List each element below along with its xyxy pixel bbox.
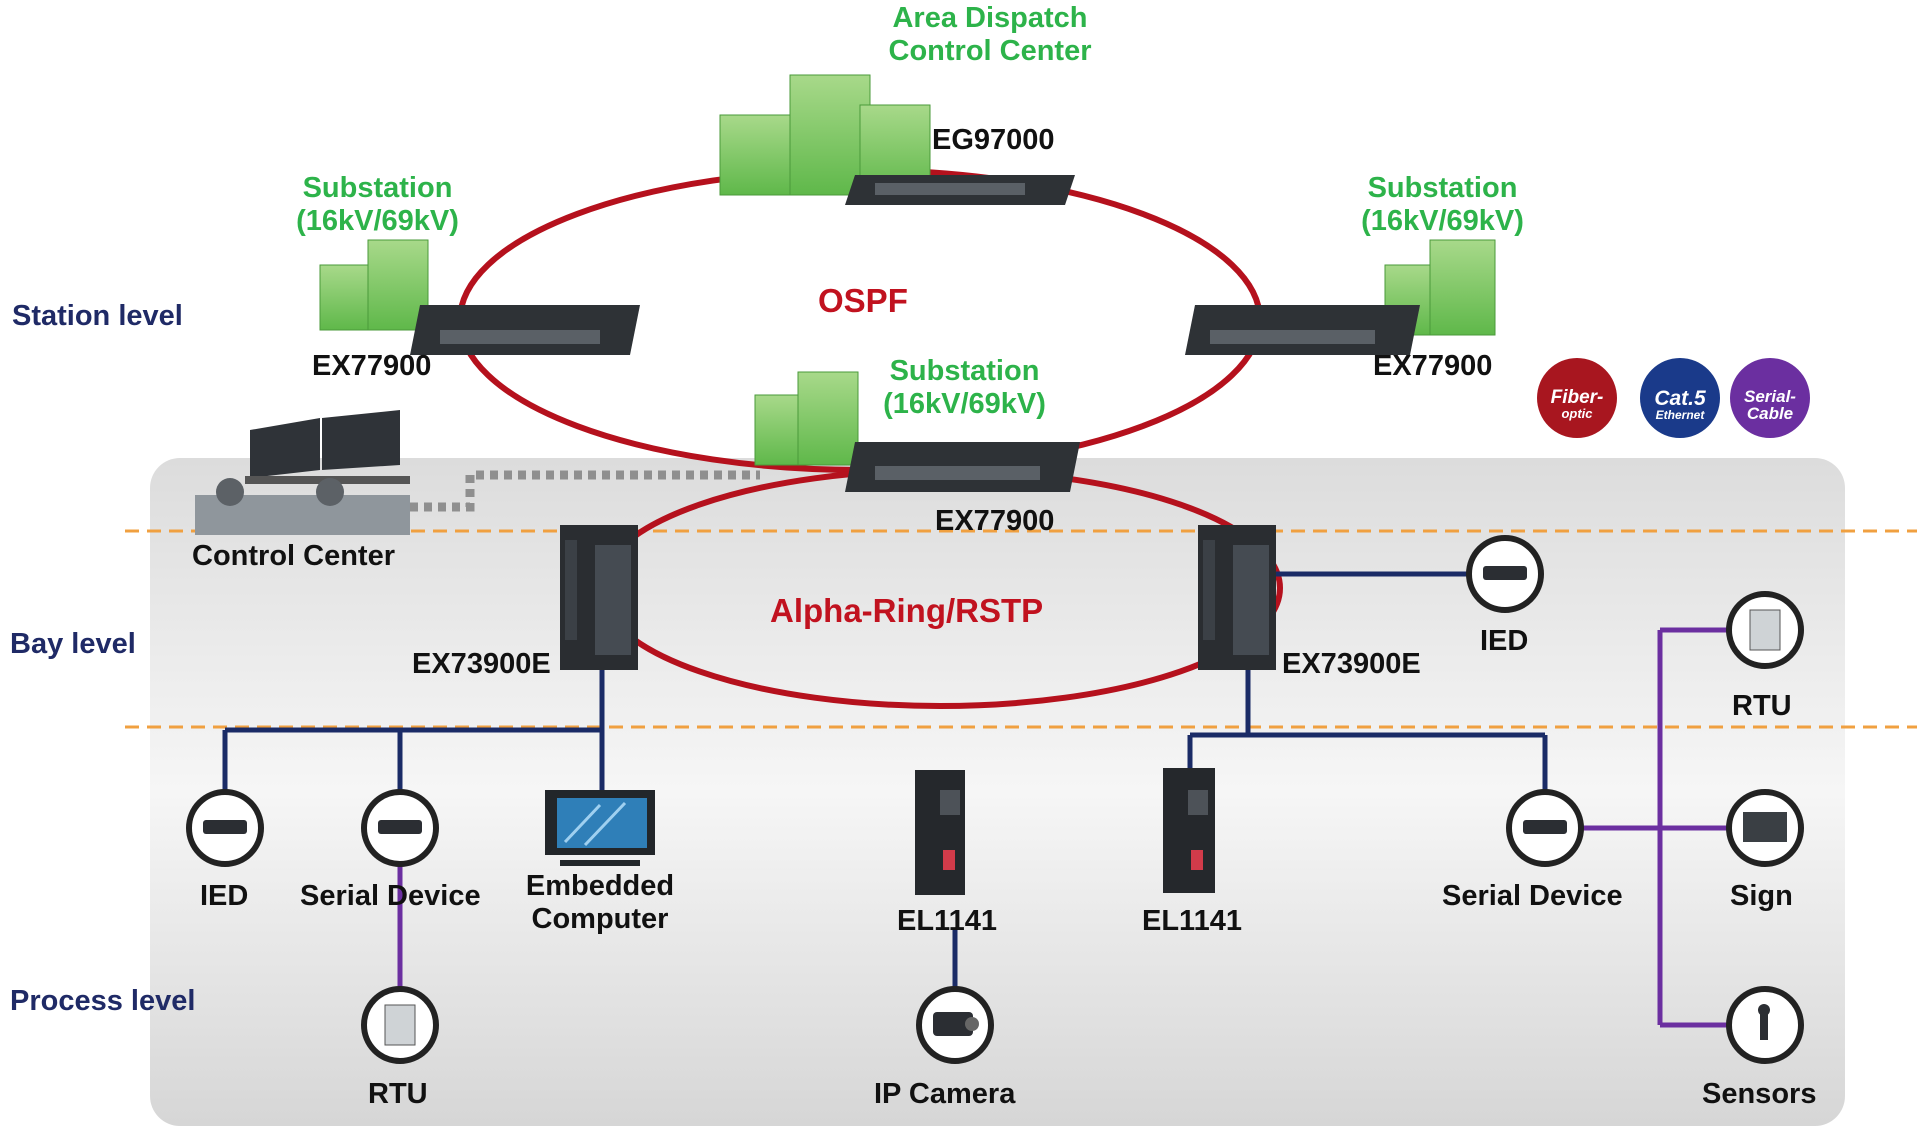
- converter-el1141-right: [1163, 768, 1215, 893]
- dispatch-label-line2: Control Center: [888, 35, 1092, 68]
- serial-device-left-label: Serial Device: [300, 880, 481, 912]
- control-center-label: Control Center: [192, 540, 395, 572]
- device-glyphs: [203, 566, 1787, 1046]
- serial-cables: [397, 627, 1765, 1028]
- dispatch-label: Area Dispatch Control Center: [880, 2, 1100, 69]
- alpha-ring-label: Alpha-Ring/RSTP: [770, 592, 1044, 629]
- embedded-computer-icon: [545, 790, 655, 866]
- building-icon-center: [754, 371, 859, 466]
- switch-ex77900-center: [845, 442, 1080, 492]
- fiber-optic-badge: [1537, 358, 1617, 438]
- converter-el1141-center: [915, 770, 965, 895]
- substation-center-line2: (16kV/69kV): [883, 388, 1046, 421]
- dispatch-label-line1: Area Dispatch: [892, 2, 1088, 34]
- switch-ex73900e-left: [560, 525, 638, 670]
- substation-left-line1: Substation: [302, 172, 453, 204]
- building-icon-left: [319, 239, 429, 331]
- ip-camera-label: IP Camera: [874, 1078, 1016, 1110]
- serial-cable-text: Serial- Cable: [1734, 388, 1806, 422]
- substation-left-line2: (16kV/69kV): [296, 205, 459, 238]
- switch-ex77900-left: [410, 305, 640, 355]
- station-level-label: Station level: [12, 300, 183, 332]
- cat5-line1: Cat.5: [1654, 387, 1706, 410]
- rtu-left-label: RTU: [368, 1078, 428, 1110]
- device-icons: [186, 535, 1804, 1064]
- serial-cable-badge: [1730, 358, 1810, 438]
- ex77900-right-label: EX77900: [1373, 350, 1493, 382]
- control-center-icon: [195, 410, 410, 535]
- fiber-line1: Fiber-: [1550, 387, 1604, 408]
- substation-right-line2: (16kV/69kV): [1361, 205, 1524, 238]
- ex73900e-right-label: EX73900E: [1282, 648, 1421, 680]
- substation-label-right: Substation (16kV/69kV): [1335, 172, 1550, 239]
- embedded-line1: Embedded: [525, 870, 675, 902]
- rtu-right-label: RTU: [1732, 690, 1792, 722]
- control-center-link: [410, 470, 760, 512]
- switch-eg97000: [845, 175, 1075, 205]
- sensors-label: Sensors: [1702, 1078, 1817, 1110]
- el1141-center-label: EL1141: [897, 905, 997, 937]
- ex73900e-left-label: EX73900E: [412, 648, 551, 680]
- fiber-line2: optic: [1561, 406, 1593, 421]
- fiber-optic-text: Fiber- optic: [1541, 388, 1613, 420]
- ex77900-left-label: EX77900: [312, 350, 432, 382]
- serial-line2: Cable: [1746, 404, 1794, 423]
- process-level-label: Process level: [10, 985, 196, 1017]
- serial-line1: Serial-: [1744, 387, 1796, 406]
- switch-ex77900-right: [1185, 305, 1420, 355]
- switch-ex73900e-right: [1198, 525, 1276, 670]
- embedded-computer-label: Embedded Computer: [510, 870, 690, 937]
- serial-device-right-label: Serial Device: [1442, 880, 1623, 912]
- ied-left-label: IED: [200, 880, 249, 912]
- ospf-label: OSPF: [818, 282, 908, 319]
- sign-label: Sign: [1730, 880, 1793, 912]
- embedded-line2: Computer: [531, 903, 669, 936]
- ied-right-label: IED: [1480, 625, 1529, 657]
- substation-label-center: Substation (16kV/69kV): [857, 355, 1072, 422]
- substation-right-line1: Substation: [1367, 172, 1518, 204]
- substation-center-line1: Substation: [889, 355, 1040, 387]
- substation-label-left: Substation (16kV/69kV): [270, 172, 485, 239]
- el1141-right-label: EL1141: [1142, 905, 1242, 937]
- cat5-ethernet-badge: [1640, 358, 1720, 438]
- cat5-line2: Ethernet: [1655, 408, 1705, 422]
- ex77900-center-label: EX77900: [935, 505, 1055, 537]
- cat5-text: Cat.5 Ethernet: [1644, 388, 1716, 421]
- bay-level-label: Bay level: [10, 628, 136, 660]
- eg97000-label: EG97000: [932, 124, 1055, 156]
